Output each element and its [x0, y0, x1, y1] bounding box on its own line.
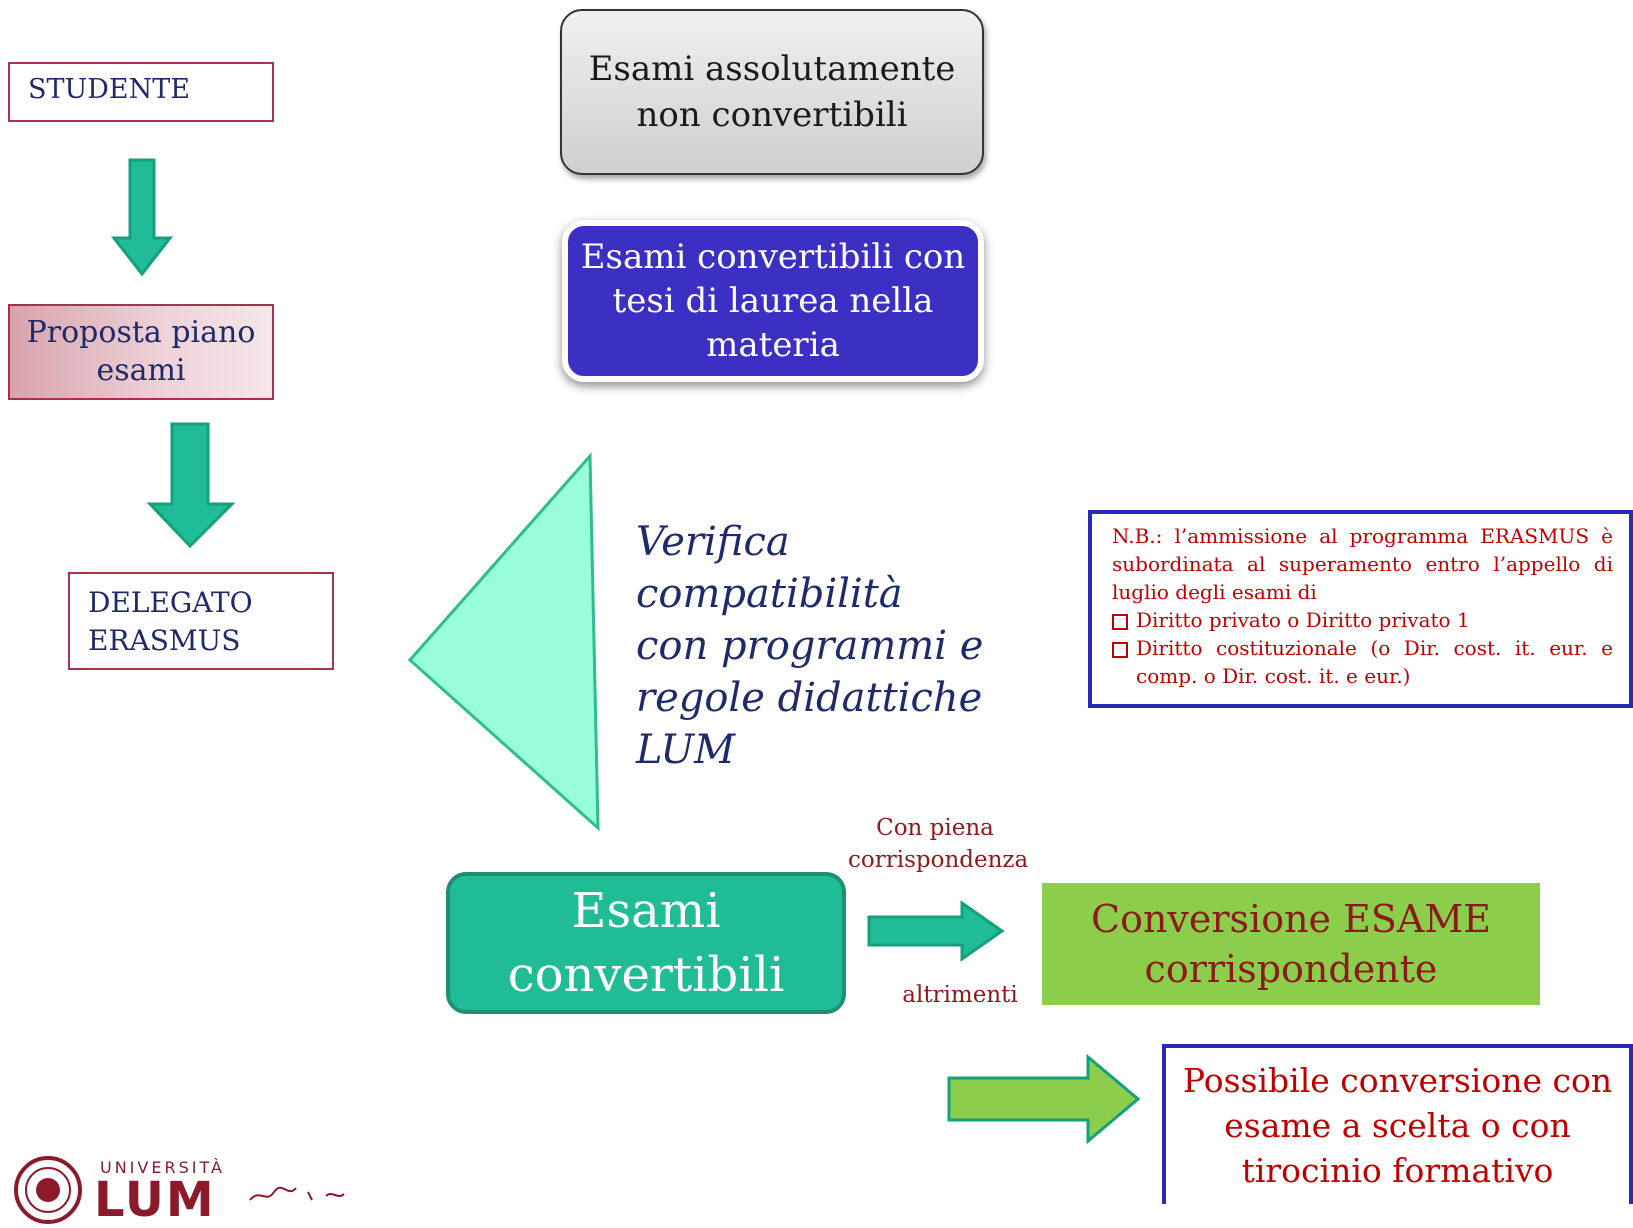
- proposta-line2: esami: [96, 353, 186, 388]
- conversione-line2: corrispondente: [1144, 947, 1438, 991]
- nb-list-item: Diritto costituzionale (o Dir. cost. it.…: [1112, 634, 1613, 690]
- piena-line2: corrispondenza: [848, 847, 1029, 873]
- checkbox-icon: [1112, 642, 1128, 658]
- arrow-right-lime: [947, 1054, 1141, 1144]
- verifica-triangle: [407, 452, 600, 832]
- logo-lum-text: LUM: [94, 1172, 216, 1228]
- possibile-conversione-box: Possibile conversione con esame a scelta…: [1162, 1044, 1633, 1204]
- nb-note-box: N.B.: l’ammissione al programma ERASMUS …: [1088, 510, 1633, 708]
- nb-item1: Diritto privato o Diritto privato 1: [1136, 608, 1470, 632]
- possibile-line1: Possibile conversione con: [1182, 1061, 1613, 1100]
- nonconv-line1: Esami assolutamente: [588, 49, 956, 89]
- proposta-piano-box: Proposta piano esami: [8, 304, 274, 400]
- logo-universita-text: UNIVERSITÀ: [100, 1158, 225, 1177]
- proposta-line1: Proposta piano: [26, 315, 256, 350]
- possibile-line3: tirocinio formativo: [1241, 1151, 1554, 1190]
- lum-logo: UNIVERSITÀ LUM: [12, 1152, 372, 1224]
- delegato-line2: ERASMUS: [88, 624, 241, 657]
- nb-item2: Diritto costituzionale (o Dir. cost. it.…: [1136, 636, 1613, 688]
- conversione-esame-box: Conversione ESAME corrispondente: [1042, 883, 1540, 1005]
- esami-line2: convertibili: [507, 947, 785, 1003]
- tesi-line2: tesi di laurea nella: [612, 281, 934, 321]
- studente-box: STUDENTE: [8, 62, 274, 122]
- nb-list-item: Diritto privato o Diritto privato 1: [1112, 606, 1613, 634]
- tesi-line3: materia: [706, 325, 840, 365]
- signature-scribble-icon: [249, 1186, 345, 1201]
- esami-convertibili-tesi-box: Esami convertibili con tesi di laurea ne…: [562, 220, 984, 382]
- checkbox-icon: [1112, 614, 1128, 630]
- verifica-compatibilita-text: Verifica compatibilità con programmi e r…: [636, 516, 1056, 776]
- possibile-line2: esame a scelta o con: [1224, 1106, 1571, 1145]
- tesi-line1: Esami convertibili con: [580, 237, 966, 277]
- arrow-down-1: [110, 158, 174, 277]
- verifica-line2: con programmi e: [636, 623, 984, 669]
- con-piena-corrispondenza-label: Con piena corrispondenza: [848, 812, 1029, 876]
- conversione-line1: Conversione ESAME: [1091, 897, 1491, 941]
- nonconv-line2: non convertibili: [636, 95, 908, 135]
- esami-line1: Esami: [571, 883, 721, 939]
- verifica-line3: regole didattiche LUM: [636, 675, 983, 773]
- university-seal-icon: [14, 1156, 82, 1224]
- delegato-erasmus-box: DELEGATO ERASMUS: [68, 572, 334, 670]
- studente-label: STUDENTE: [28, 74, 190, 105]
- verifica-line1: Verifica compatibilità: [636, 519, 903, 617]
- arrow-down-2: [146, 422, 236, 549]
- nb-paragraph: N.B.: l’ammissione al programma ERASMUS …: [1112, 524, 1613, 604]
- esami-convertibili-box: Esami convertibili: [446, 872, 846, 1014]
- arrow-right-green: [867, 900, 1005, 962]
- piena-line1: Con piena: [876, 815, 994, 841]
- delegato-line1: DELEGATO: [88, 586, 253, 619]
- altrimenti-label: altrimenti: [902, 982, 1018, 1008]
- esami-non-convertibili-box: Esami assolutamente non convertibili: [560, 9, 984, 175]
